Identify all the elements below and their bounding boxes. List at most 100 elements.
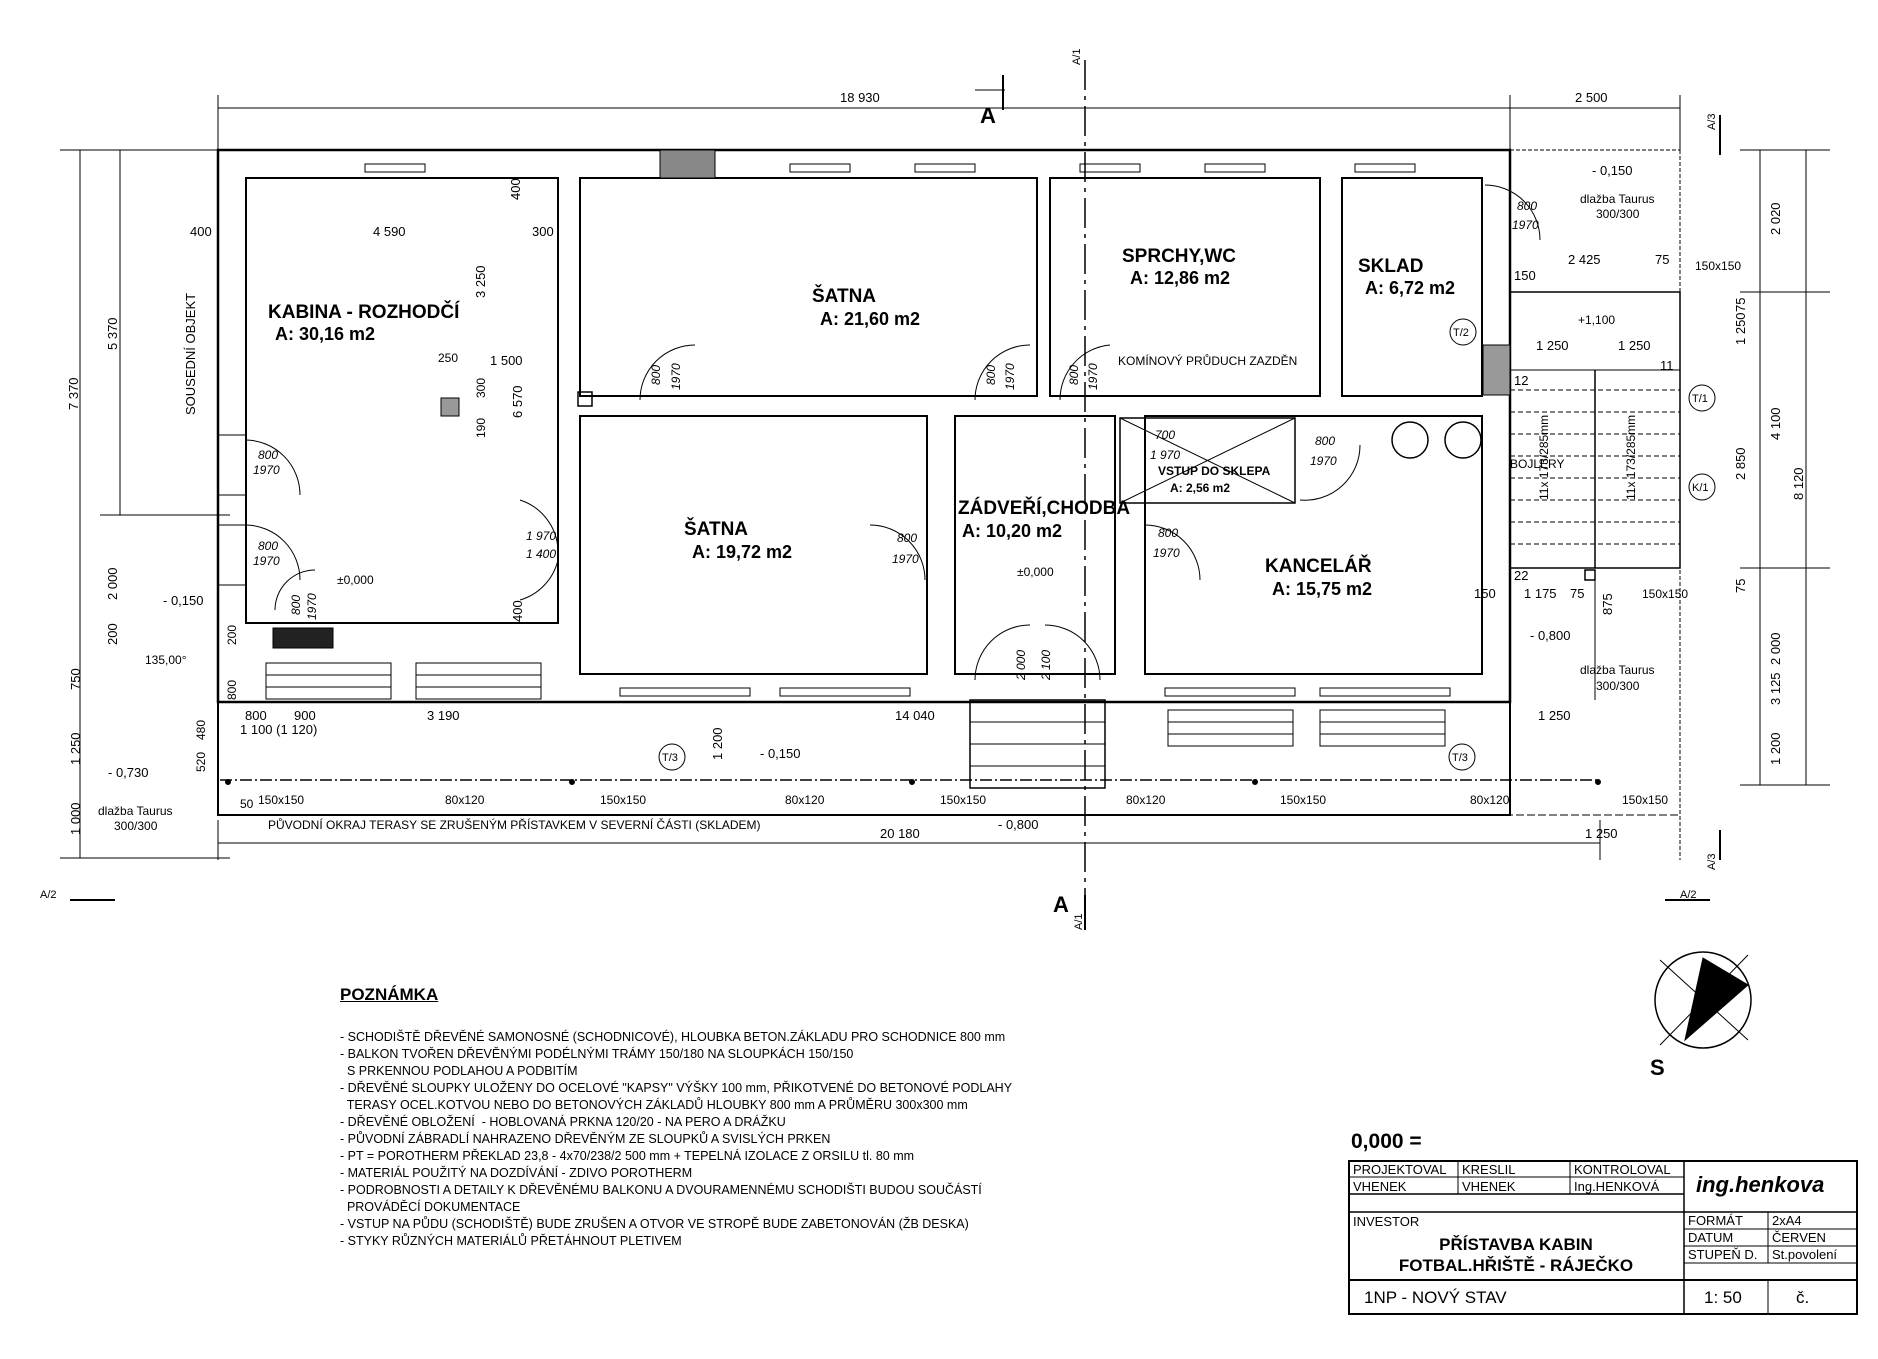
dim-150x150-f: 150x150: [1280, 793, 1326, 807]
dim-1250-c: 1 250: [1538, 708, 1571, 723]
door-w-6: 800: [897, 531, 917, 545]
dim-6570: 6 570: [510, 385, 525, 418]
dim-80x120-d: 80x120: [1470, 793, 1510, 807]
label-dlazba-1: dlažba Taurus: [98, 804, 173, 818]
tb-projektoval-value: VHENEK: [1353, 1179, 1407, 1194]
door-h-11: 1970: [1003, 363, 1017, 390]
door-w-11: 800: [984, 365, 998, 385]
door-h-6: 1970: [892, 552, 919, 566]
label-dlazba-3: dlažba Taurus: [1580, 663, 1655, 677]
room-name-sprchy: SPRCHY,WC: [1122, 246, 1236, 267]
level-0-a: ±0,000: [337, 573, 374, 587]
label-bojlery: BOJLERY: [1510, 457, 1564, 471]
dim-1100: 1 100 (1 120): [240, 722, 317, 737]
level-0-b: ±0,000: [1017, 565, 1054, 579]
dim-300: 300: [532, 224, 554, 239]
dim-1175: 1 175: [1524, 586, 1557, 601]
dim-1250-b: 1 250: [1618, 338, 1651, 353]
dim-3190: 3 190: [427, 708, 460, 723]
dim-right-2020: 2 020: [1768, 202, 1783, 235]
tb-stupen-value: St.povolení: [1772, 1247, 1837, 1262]
note-line: PROVÁDĚCÍ DOKUMENTACE: [340, 1200, 521, 1214]
room-area-zadveri: A: 10,20 m2: [962, 521, 1062, 541]
room-name-satna-2: ŠATNA: [684, 518, 748, 540]
room-name-vstup: VSTUP DO SKLEPA: [1158, 464, 1271, 478]
dim-150x150-g: 150x150: [1622, 793, 1668, 807]
dim-3250: 3 250: [473, 265, 488, 298]
label-kominovy: KOMÍNOVÝ PRŮDUCH ZAZDĚN: [1118, 353, 1297, 368]
tb-datum-head: DATUM: [1688, 1230, 1733, 1245]
dim-190: 190: [474, 418, 488, 438]
note-line: TERASY OCEL.KOTVOU NEBO DO BETONOVÝCH ZÁ…: [340, 1098, 968, 1112]
note-title: POZNÁMKA: [340, 985, 439, 1004]
dim-150x150-d: 150x150: [600, 793, 646, 807]
tb-logo: ing.henkova: [1696, 1172, 1824, 1197]
note-line: - VSTUP NA PŮDU (SCHODIŠTĚ) BUDE ZRUŠEN …: [340, 1217, 969, 1231]
door-w-1: 800: [258, 448, 278, 462]
dim-400-a: 400: [190, 224, 212, 239]
tb-format-head: FORMÁT: [1688, 1213, 1743, 1228]
tb-kreslil-value: VHENEK: [1462, 1179, 1516, 1194]
dim-2425: 2 425: [1568, 252, 1601, 267]
dim-right-total: 8 120: [1791, 467, 1806, 500]
dim-80x120-c: 80x120: [1126, 793, 1166, 807]
tb-kontroloval-head: KONTROLOVAL: [1574, 1162, 1671, 1177]
section-mark-a2-right: A/2: [1680, 889, 1697, 901]
dim-480: 480: [194, 720, 208, 740]
room-area-sklad: A: 6,72 m2: [1365, 278, 1455, 298]
dim-bottom-right: 1 250: [1585, 826, 1618, 841]
dim-80x120-b: 80x120: [785, 793, 825, 807]
door-h-2: 1970: [253, 554, 280, 568]
door-h-12: 1970: [1086, 363, 1100, 390]
tb-investor: INVESTOR: [1353, 1214, 1419, 1229]
dim-150: 150: [1514, 268, 1536, 283]
tb-drawing-name: 1NP - NOVÝ STAV: [1364, 1288, 1507, 1307]
note-line: - SCHODIŠTĚ DŘEVĚNÉ SAMONOSNÉ (SCHODNICO…: [340, 1030, 1006, 1044]
door-h-4: 1 970: [1150, 448, 1180, 462]
door-h-9: 1 400: [526, 547, 556, 561]
dim-top-right: 2 500: [1575, 90, 1608, 105]
dim-875: 875: [1600, 593, 1615, 615]
note-line: - PŮVODNÍ ZÁBRADLÍ NAHRAZENO DŘEVĚNÝM ZE…: [340, 1132, 831, 1146]
note-line: - PODROBNOSTI A DETAILY K DŘEVĚNÉMU BALK…: [340, 1183, 982, 1197]
room-area-satna-2: A: 19,72 m2: [692, 542, 792, 562]
door-h-10: 1970: [669, 363, 683, 390]
room-area-vstup: A: 2,56 m2: [1170, 481, 1230, 495]
zero-level-label: 0,000 =: [1351, 1130, 1422, 1153]
dim-left-200: 200: [105, 623, 120, 645]
room-area-satna-1: A: 21,60 m2: [820, 309, 920, 329]
dim-11: 11: [1660, 358, 1674, 373]
section-mark-a1-top: A/1: [1071, 48, 1083, 65]
door-w-4: 700: [1155, 428, 1175, 442]
level-m0730: - 0,730: [108, 765, 148, 780]
door-w-3: 800: [1517, 199, 1537, 213]
door-h-15: 2 100: [1039, 650, 1053, 681]
dim-50: 50: [240, 797, 254, 811]
note-block: POZNÁMKA - SCHODIŠTĚ DŘEVĚNÉ SAMONOSNÉ (…: [340, 985, 1140, 1250]
label-dlazba-1b: 300/300: [114, 819, 158, 833]
label-dlazba-2b: 300/300: [1596, 207, 1640, 221]
door-h-3: 1970: [1512, 218, 1539, 232]
door-h-13: 1970: [305, 593, 319, 620]
note-line: - DŘEVĚNÉ SLOUPKY ULOŽENY DO OCELOVÉ "KA…: [340, 1081, 1013, 1095]
tb-format-value: 2xA4: [1772, 1213, 1802, 1228]
label-dlazba-2: dlažba Taurus: [1580, 192, 1655, 206]
sousedni-objekt: SOUSEDNÍ OBJEKT: [183, 293, 198, 415]
tag-t3-b: T/3: [1452, 752, 1468, 764]
door-h-14: 2 000: [1014, 650, 1028, 681]
dim-1500: 1 500: [490, 353, 523, 368]
tag-t2: T/2: [1453, 327, 1469, 339]
level-m0800-a: - 0,800: [1530, 628, 1570, 643]
tb-projektoval-head: PROJEKTOVAL: [1353, 1162, 1446, 1177]
tb-project-line-1: PŘÍSTAVBA KABIN: [1439, 1235, 1593, 1254]
dim-left-lower: 2 000: [105, 567, 120, 600]
label-dlazba-3b: 300/300: [1596, 679, 1640, 693]
tb-project-line-2: FOTBAL.HŘIŠTĚ - RÁJEČKO: [1399, 1256, 1633, 1275]
level-m0800-b: - 0,800: [998, 817, 1038, 832]
dim-12: 12: [1514, 373, 1528, 388]
angle-label: 135,00°: [145, 653, 187, 667]
dim-250: 250: [438, 351, 458, 365]
dim-75: 75: [1655, 252, 1669, 267]
